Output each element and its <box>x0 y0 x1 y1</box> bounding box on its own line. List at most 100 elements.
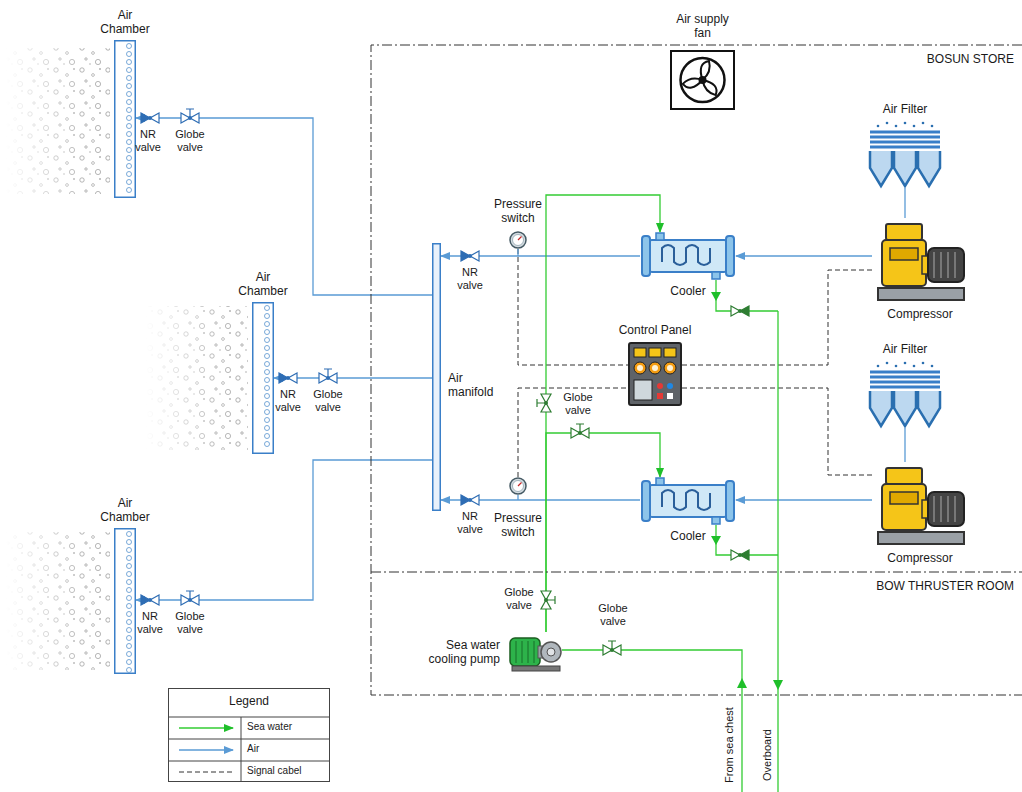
air-chamber-drawing-part <box>127 604 132 609</box>
air-chamber-drawing-part <box>127 620 132 625</box>
component-label: Cooler <box>670 284 705 298</box>
flow-arrow-part <box>737 678 747 688</box>
pressure-switch: Pressure switch <box>509 231 527 249</box>
compressor-drawing-part <box>940 252 942 278</box>
room-region: BOSUN STOREAir supply fanAir FilterCompr… <box>371 45 1022 572</box>
cooler: Cooler <box>640 232 736 280</box>
compressor-drawing-part <box>878 288 964 300</box>
air-chamber-drawing-part <box>265 314 270 319</box>
nr-valve-symbol-part <box>468 498 472 502</box>
globe-valve-symbol-part <box>576 424 584 433</box>
fan-symbol-drawing-part <box>681 58 725 102</box>
pump-symbol-drawing <box>508 632 562 672</box>
air-chamber: Air Chamber <box>252 302 274 454</box>
pressure-switch-drawing-part <box>510 478 526 494</box>
fan-symbol-drawing-part <box>699 76 707 84</box>
nr-valve-symbol <box>461 495 479 505</box>
cooler: Cooler <box>640 477 736 525</box>
control-panel-drawing-part <box>629 343 681 405</box>
component-label: Air supply fan <box>670 12 736 40</box>
nr-valve-symbol <box>279 373 297 383</box>
air-chamber-drawing-part <box>127 108 132 113</box>
air-filter-drawing-part <box>913 365 916 368</box>
air-chamber-drawing-part <box>265 322 270 327</box>
pipe-label: From sea chest <box>723 707 736 783</box>
globe-valve-symbol <box>603 641 621 655</box>
air-filter-drawing-part <box>918 151 940 186</box>
globe-valve-symbol <box>541 591 555 609</box>
air-chamber-drawing-part <box>265 346 270 351</box>
air-chamber-drawing-part <box>127 124 132 129</box>
legend-sample <box>179 749 233 750</box>
room-boundary <box>371 45 1022 695</box>
control-panel-drawing-part <box>664 362 676 374</box>
pressure-switch-drawing-part <box>513 481 524 492</box>
air-connector <box>736 255 872 256</box>
control-panel-drawing-part <box>652 365 658 371</box>
cooler-drawing-part <box>662 490 710 510</box>
air-manifold-drawing-part <box>433 244 441 511</box>
air-filter-drawing-part <box>895 125 898 128</box>
compressor-drawing-part <box>890 492 918 504</box>
cooler-drawing-part <box>662 245 710 265</box>
pump-symbol-drawing-part <box>533 641 534 663</box>
gauge-stem-part <box>517 495 518 500</box>
compressor-drawing-part <box>882 240 926 286</box>
air-filter-drawing <box>868 120 942 188</box>
component-label: Air Filter <box>867 102 943 116</box>
compressor-drawing-part <box>886 224 922 240</box>
air-chamber-drawing-part <box>127 548 132 553</box>
air-manifold-drawing <box>432 243 441 511</box>
component-label: Compressor <box>887 307 952 321</box>
compressor-drawing-part <box>933 496 935 522</box>
valve-label: Globe valve <box>499 586 539 612</box>
air-filter-drawing-part <box>870 371 940 374</box>
air-filter-drawing-part <box>904 362 907 365</box>
globe-valve-symbol-part <box>186 591 194 600</box>
air-chamber-drawing-part <box>265 418 270 423</box>
cooler-drawing <box>640 477 736 525</box>
air-chamber-drawing-part <box>127 132 132 137</box>
flow-arrow-part <box>773 680 783 690</box>
globe-valve-symbol-part <box>186 109 194 118</box>
sig-connector <box>682 388 872 475</box>
valve-label: Globe valve <box>170 610 210 636</box>
air-filter: Air Filter <box>868 360 942 428</box>
air-chamber-drawing-part <box>265 306 270 311</box>
valve-label: NR valve <box>130 610 170 636</box>
legend-grid-part <box>241 717 242 781</box>
compressor-drawing-part <box>928 492 964 526</box>
control-panel-drawing-part <box>634 380 652 400</box>
nr-valve-symbol <box>141 113 159 123</box>
globe-valve-symbol <box>571 424 589 438</box>
component-label: Air manifold <box>448 371 504 399</box>
air-chamber-drawing-part <box>127 588 132 593</box>
nr-valve-symbol-part <box>286 376 290 380</box>
air-filter-drawing-part <box>894 151 916 186</box>
nr-valve-symbol-part <box>468 254 472 258</box>
sig-connector <box>682 270 872 365</box>
sea-water-pipe <box>562 280 778 792</box>
compressor-drawing-part <box>947 496 949 522</box>
pump-symbol-drawing-part <box>510 638 540 666</box>
nr-valve-symbol-part <box>738 553 742 557</box>
sig-connector <box>518 249 628 365</box>
air-chamber-drawing-part <box>127 564 132 569</box>
water-connector <box>546 195 660 632</box>
legend-text: Sea water <box>247 721 292 733</box>
air-connector <box>274 377 432 378</box>
bubble-field-part <box>6 48 110 194</box>
nr-valve-symbol-part <box>738 309 742 313</box>
air-chamber-drawing-part <box>127 164 132 169</box>
room-boundary-part <box>371 572 1022 573</box>
cooler-drawing-part <box>656 478 664 485</box>
nr-valve-symbol <box>461 251 479 261</box>
control-panel-drawing-part <box>667 383 673 389</box>
pump-symbol-drawing-part <box>512 666 560 671</box>
globe-valve-symbol <box>537 394 551 412</box>
air-filter-drawing <box>868 360 942 428</box>
nr-valve-symbol-part <box>148 598 152 602</box>
control-panel-drawing-part <box>664 348 676 357</box>
legend-text: Signal cabel <box>247 765 301 777</box>
